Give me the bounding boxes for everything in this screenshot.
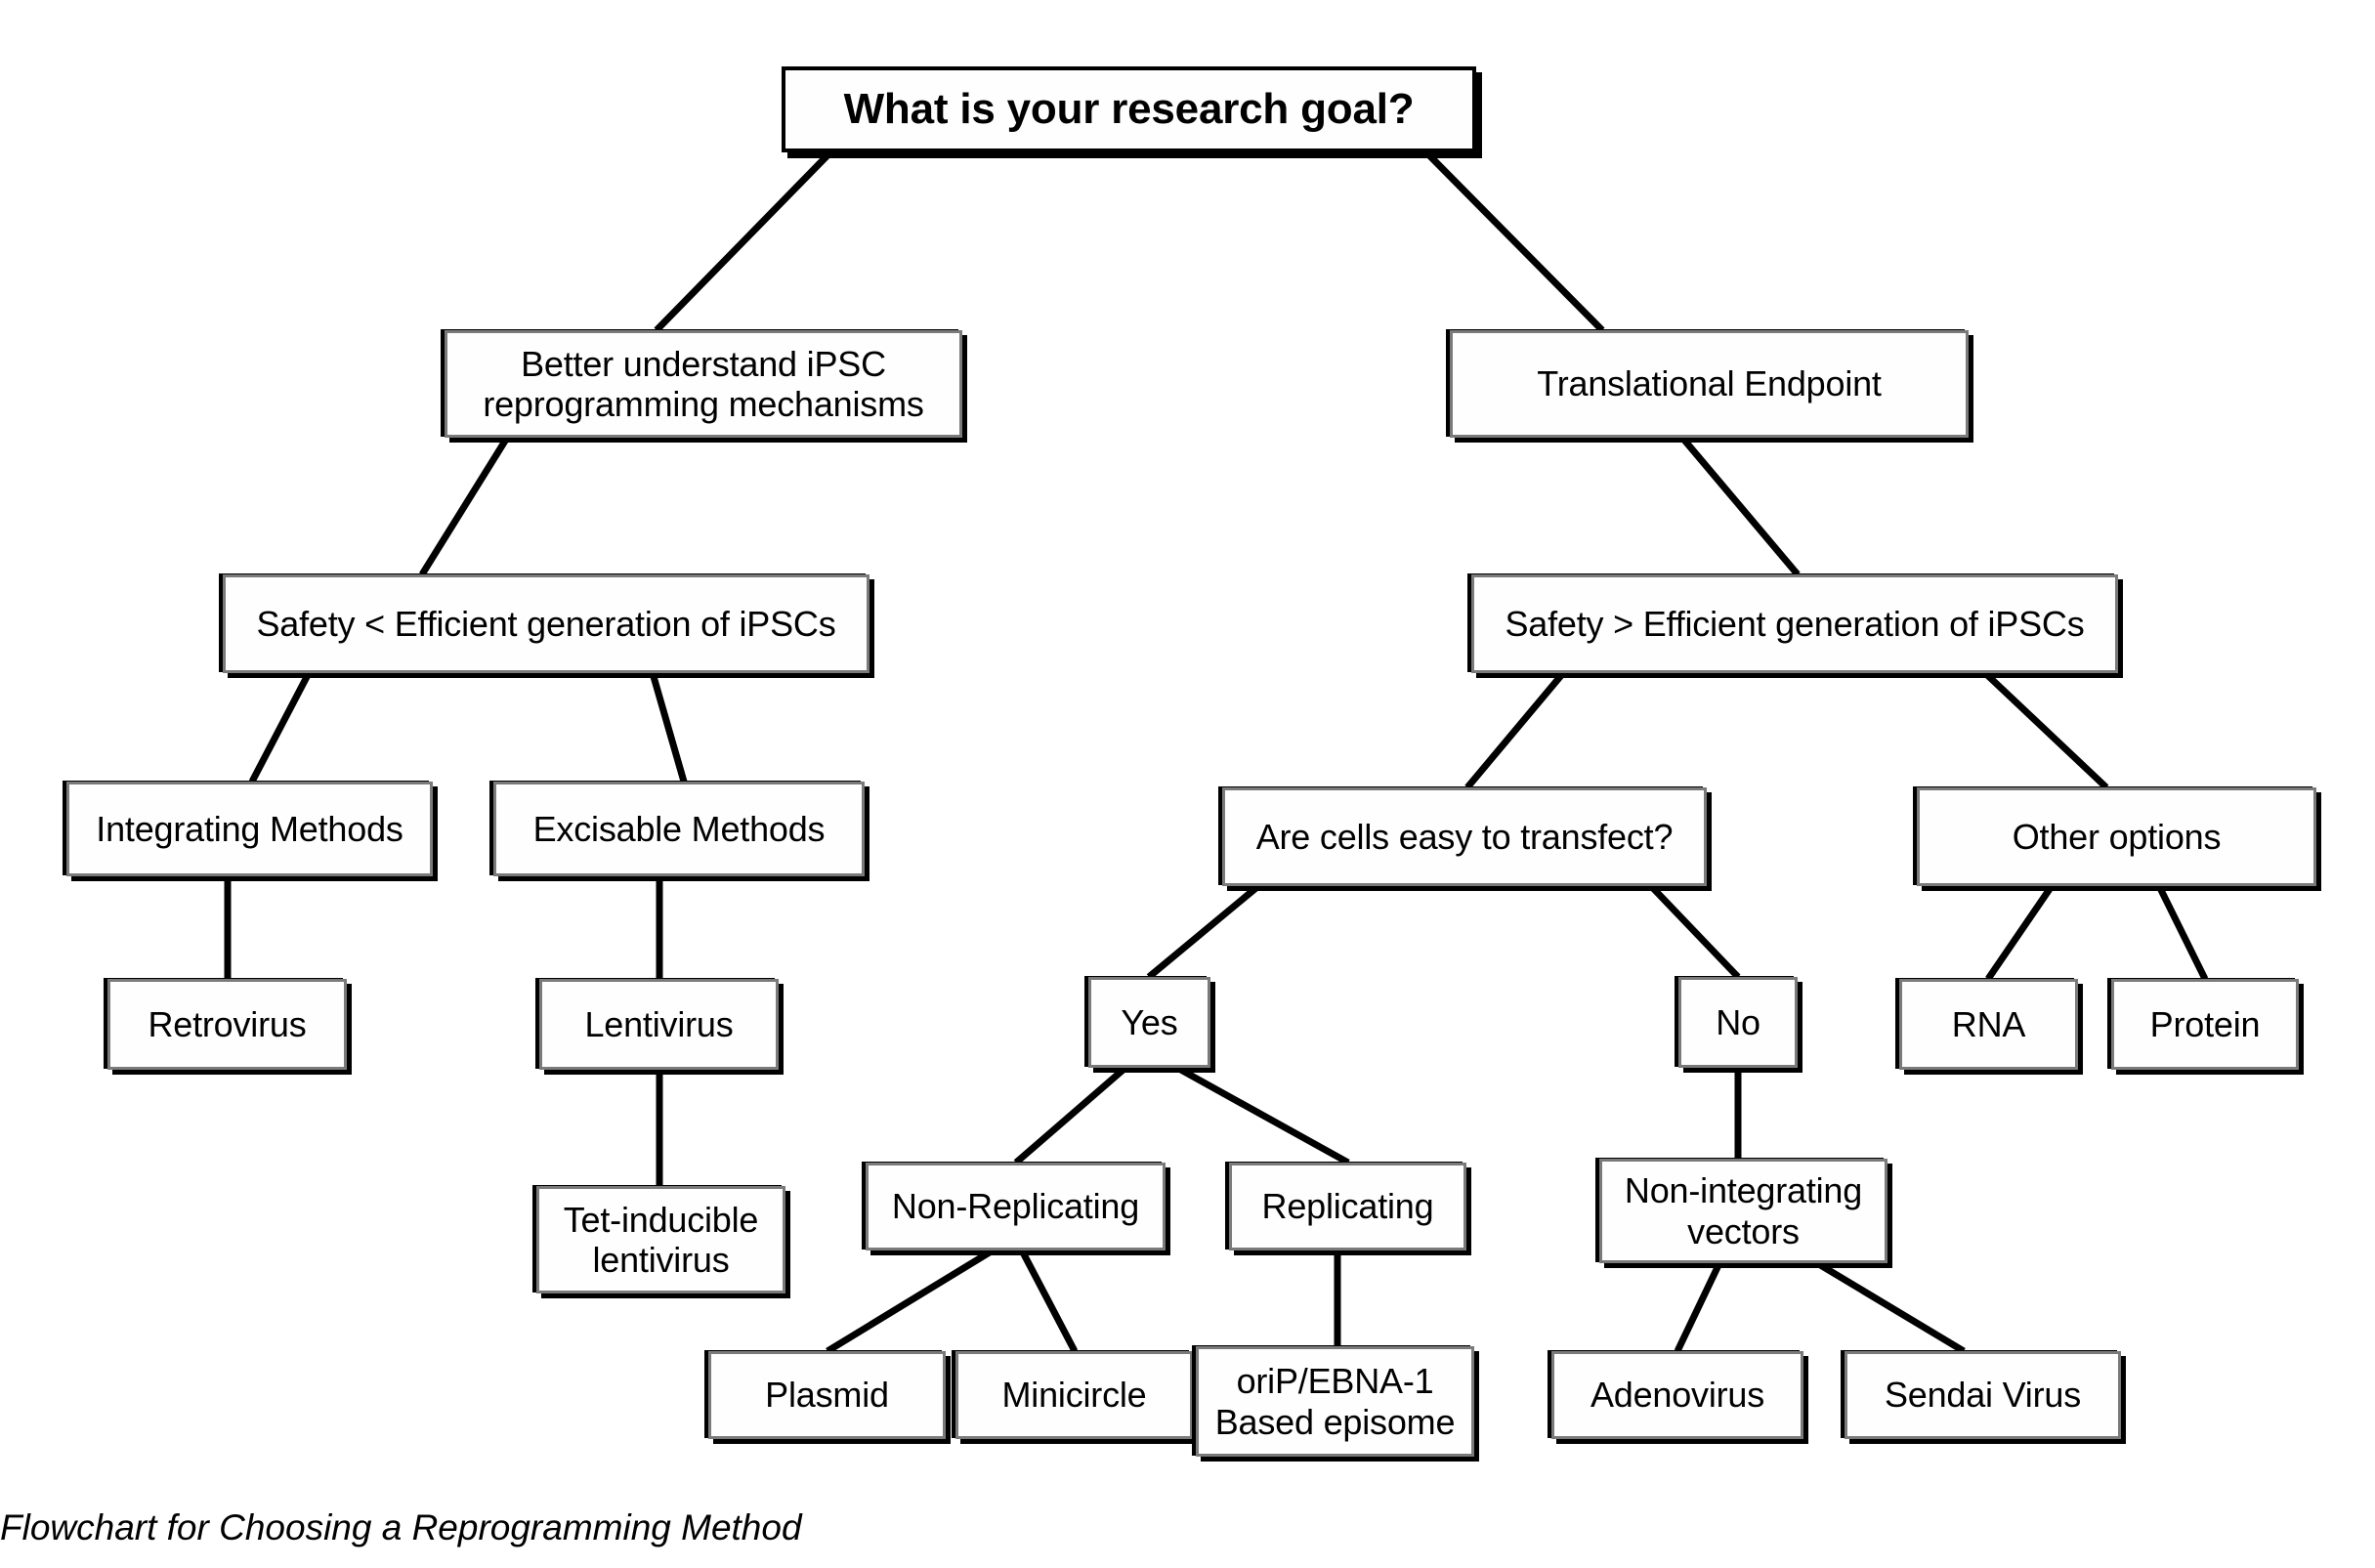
node-minicircle[interactable]: Minicircle bbox=[955, 1351, 1193, 1439]
node-transfect[interactable]: Are cells easy to transfect? bbox=[1222, 787, 1707, 886]
node-safety-less[interactable]: Safety < Efficient generation of iPSCs bbox=[223, 574, 869, 673]
node-yes[interactable]: Yes bbox=[1088, 977, 1210, 1068]
node-non-integrating[interactable]: Non-integrating vectors bbox=[1599, 1159, 1887, 1263]
edge-root-to-translational bbox=[1423, 149, 1605, 333]
edge-yes-to-replicating bbox=[1175, 1064, 1350, 1166]
node-lentivirus[interactable]: Lentivirus bbox=[539, 979, 779, 1070]
node-adenovirus[interactable]: Adenovirus bbox=[1551, 1351, 1803, 1439]
node-excisable[interactable]: Excisable Methods bbox=[493, 782, 865, 876]
node-tet-lenti[interactable]: Tet-inducible lentivirus bbox=[536, 1186, 785, 1293]
node-sendai[interactable]: Sendai Virus bbox=[1845, 1351, 2121, 1439]
edge-transfect-to-no bbox=[1648, 883, 1741, 980]
node-retrovirus[interactable]: Retrovirus bbox=[107, 979, 347, 1070]
edge-other-options-to-rna bbox=[1985, 884, 2055, 981]
edge-safety-less-to-integrating bbox=[248, 671, 313, 784]
edge-safety-less-to-excisable bbox=[649, 672, 688, 783]
edge-non-integrating-to-adenovirus bbox=[1674, 1261, 1723, 1353]
edge-safety-greater-to-transfect bbox=[1464, 670, 1566, 790]
node-no[interactable]: No bbox=[1678, 977, 1798, 1068]
node-replicating[interactable]: Replicating bbox=[1229, 1163, 1466, 1250]
node-mechanisms[interactable]: Better understand iPSC reprogramming mec… bbox=[445, 330, 962, 438]
node-integrating[interactable]: Integrating Methods bbox=[66, 782, 433, 876]
edge-translational-to-safety-greater bbox=[1679, 435, 1801, 577]
node-rna[interactable]: RNA bbox=[1899, 979, 2078, 1070]
node-translational[interactable]: Translational Endpoint bbox=[1450, 330, 1969, 438]
figure-caption: Flowchart for Choosing a Reprogramming M… bbox=[0, 1507, 802, 1547]
edge-mechanisms-to-safety-less bbox=[419, 436, 510, 576]
edge-yes-to-non-replicating bbox=[1013, 1065, 1128, 1165]
node-protein[interactable]: Protein bbox=[2111, 979, 2299, 1070]
node-safety-greater[interactable]: Safety > Efficient generation of iPSCs bbox=[1471, 574, 2118, 673]
edge-non-replicating-to-minicircle bbox=[1018, 1249, 1079, 1353]
node-root[interactable]: What is your research goal? bbox=[782, 66, 1476, 152]
node-other-options[interactable]: Other options bbox=[1917, 787, 2316, 886]
edge-transfect-to-yes bbox=[1146, 883, 1261, 980]
edge-non-replicating-to-plasmid bbox=[826, 1248, 995, 1354]
node-non-replicating[interactable]: Non-Replicating bbox=[866, 1163, 1166, 1250]
node-orip[interactable]: oriP/EBNA-1 Based episome bbox=[1196, 1346, 1474, 1457]
edge-safety-greater-to-other-options bbox=[1982, 670, 2109, 790]
edge-root-to-mechanisms bbox=[654, 149, 833, 333]
edge-non-integrating-to-sendai bbox=[1815, 1259, 1966, 1355]
node-plasmid[interactable]: Plasmid bbox=[708, 1351, 946, 1439]
edge-other-options-to-protein bbox=[2155, 884, 2209, 981]
